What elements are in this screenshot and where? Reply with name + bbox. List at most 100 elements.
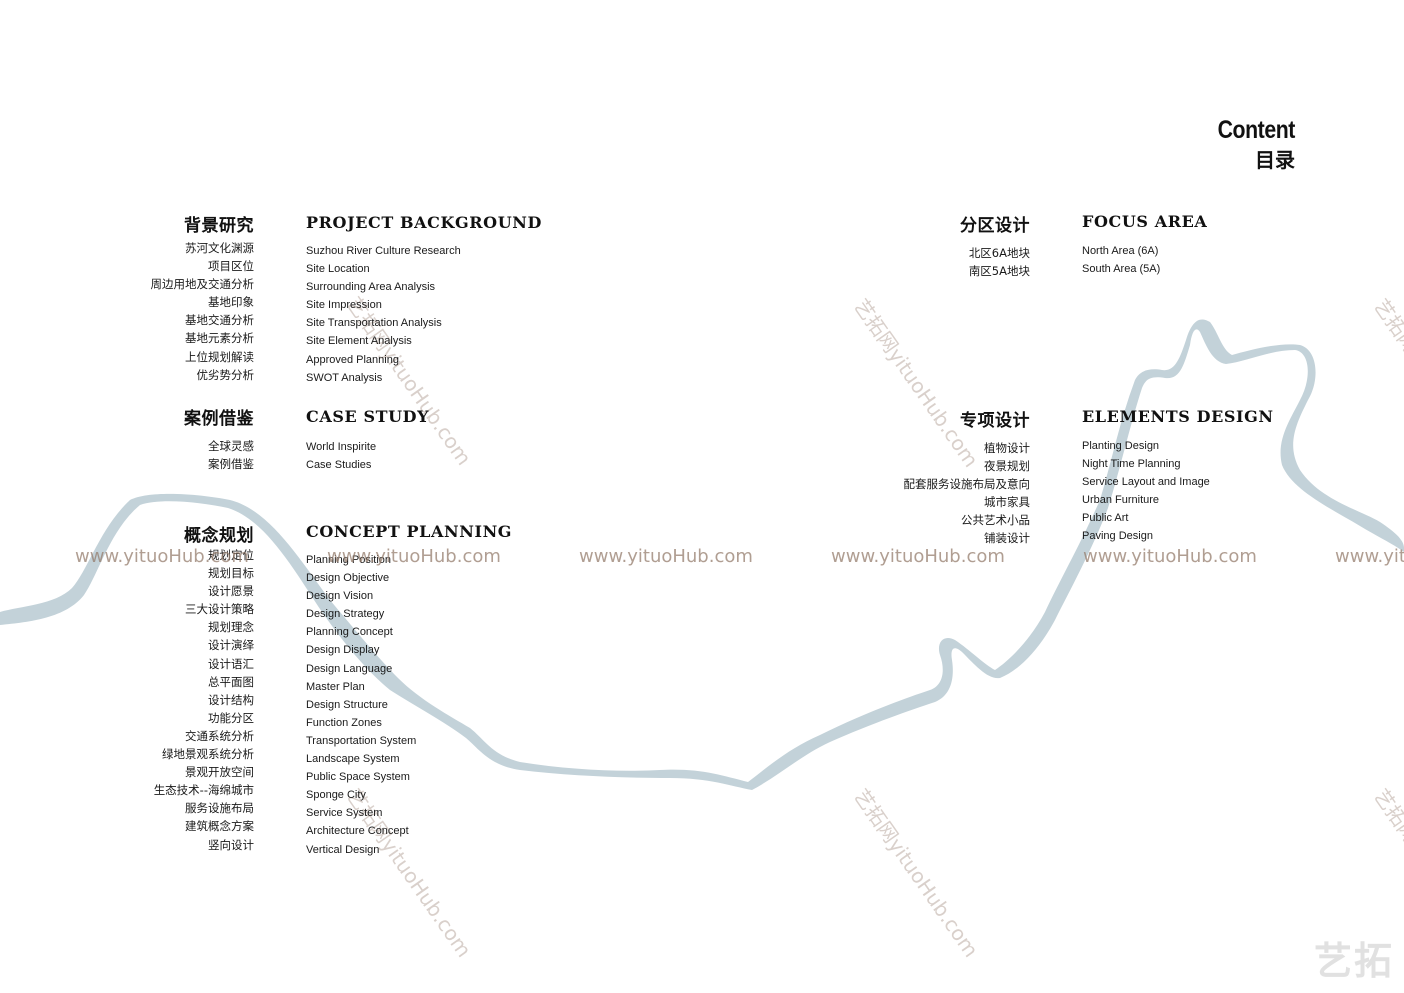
list-item: 设计结构 [208, 692, 254, 707]
watermark-text: www.yituoHub.com [327, 546, 501, 567]
list-item: Planning Concept [306, 626, 393, 639]
list-item: 上位规划解读 [185, 349, 254, 364]
list-item: Transportation System [306, 734, 417, 747]
list-item: 竖向设计 [208, 837, 254, 852]
list-item: 城市家具 [984, 495, 1030, 510]
list-item: Service System [306, 807, 383, 820]
watermark-text: www.yituoHub.com [831, 546, 1005, 567]
list-item: Site Transportation Analysis [306, 317, 442, 330]
list-item: Landscape System [306, 753, 400, 766]
list-item: 苏河文化渊源 [185, 241, 254, 255]
list-item: 生态技术--海绵城市 [153, 783, 254, 798]
list-item: 公共艺术小品 [961, 513, 1030, 528]
list-item: SWOT Analysis [306, 371, 383, 384]
list-item: Public Art [1082, 512, 1129, 525]
watermark-text: www.yituoHub.com [1083, 546, 1257, 567]
list-item: Vertical Design [306, 843, 380, 856]
list-item: 全球灵感 [208, 439, 254, 453]
list-item: 基地元素分析 [185, 331, 254, 346]
list-item: Site Element Analysis [306, 335, 412, 348]
list-item: 设计语汇 [208, 656, 254, 671]
list-item: Master Plan [306, 680, 365, 693]
section-title-en-elements: ELEMENTS DESIGN [1082, 407, 1274, 426]
list-item: 服务设施布局 [185, 801, 254, 816]
list-item: Function Zones [306, 716, 382, 729]
list-item: 北区6A地块 [968, 246, 1030, 260]
list-item: Planning Position [306, 554, 392, 566]
watermark-logo: 艺拓 [1313, 939, 1394, 983]
list-item: 优劣势分析 [196, 367, 255, 382]
list-item: Surrounding Area Analysis [306, 281, 436, 294]
list-item: 规划定位 [208, 548, 254, 562]
list-item: 功能分区 [208, 710, 254, 725]
list-item: South Area (5A) [1082, 263, 1161, 276]
page-title-en: Content [1217, 116, 1296, 144]
page-title-cn: 目录 [1255, 148, 1295, 172]
list-item: Planting Design [1082, 440, 1160, 452]
list-item: 夜景规划 [984, 459, 1030, 474]
list-item: Approved Planning [306, 353, 399, 366]
list-item: Site Impression [306, 299, 382, 312]
list-item: Site Location [306, 263, 370, 276]
section-title-cn-concept: 概念规划 [184, 526, 254, 546]
list-en-focus: North Area (6A) South Area (5A) [1082, 242, 1160, 278]
list-cn-case: 全球灵感案例借鉴 [208, 437, 254, 473]
list-item: 建筑概念方案 [185, 819, 254, 834]
list-item: Suzhou River Culture Research [306, 245, 461, 257]
list-item: 交通系统分析 [185, 728, 254, 743]
section-title-cn-focus: 分区设计 [960, 216, 1030, 236]
list-cn-concept: 规划定位规划目标设计愿景三大设计策略规划理念设计演绎设计语汇总平面图设计结构功能… [154, 546, 254, 854]
list-item: Paving Design [1082, 530, 1153, 543]
list-item: Design Vision [306, 590, 374, 603]
list-item: Design Structure [306, 698, 388, 711]
list-item: 景观开放空间 [185, 765, 254, 780]
section-title-cn-background: 背景研究 [184, 216, 254, 236]
list-item: 三大设计策略 [185, 602, 254, 617]
list-item: 南区5A地块 [968, 264, 1030, 279]
section-title-en-concept: CONCEPT PLANNING [306, 522, 513, 541]
section-title-en-background: PROJECT BACKGROUND [306, 213, 542, 232]
watermark-row: www.yituoHub.com www.yituoHub.com www.yi… [0, 546, 1404, 572]
list-cn-background: 苏河文化渊源项目区位周边用地及交通分析基地印象基地交通分析基地元素分析上位规划解… [151, 239, 255, 384]
section-title-cn-elements: 专项设计 [960, 411, 1030, 431]
list-item: World Inspirite [306, 441, 377, 453]
watermark-text: www.yituoHub.com [75, 546, 249, 567]
list-item: Night Time Planning [1082, 458, 1181, 471]
list-item: Sponge City [306, 789, 366, 802]
section-title-en-case: CASE STUDY [306, 407, 430, 426]
list-cn-elements: 植物设计夜景规划配套服务设施布局及意向城市家具公共艺术小品铺装设计 [904, 439, 1031, 548]
list-item: North Area (6A) [1082, 245, 1159, 257]
list-item: 总平面图 [208, 674, 254, 689]
list-cn-focus: 北区6A地块南区5A地块 [969, 244, 1030, 280]
list-item: 设计演绎 [208, 638, 254, 653]
list-item: Design Objective [306, 572, 390, 585]
list-item: 案例借鉴 [208, 457, 254, 472]
list-item: Urban Furniture [1082, 494, 1160, 507]
list-item: Design Language [306, 662, 393, 675]
list-item: 绿地景观系统分析 [162, 747, 254, 762]
list-item: Service Layout and Image [1082, 476, 1210, 489]
list-item: 基地交通分析 [185, 313, 254, 328]
list-item: Design Strategy [306, 608, 385, 621]
list-item: 基地印象 [208, 295, 254, 310]
list-item: Design Display [306, 644, 380, 657]
watermark-text: www.yituoHub.com [579, 546, 753, 567]
list-item: Architecture Concept [306, 825, 409, 838]
section-title-en-focus: FOCUS AREA [1082, 212, 1208, 231]
list-item: Public Space System [306, 771, 410, 784]
list-item: 规划目标 [208, 566, 254, 581]
list-item: 配套服务设施布局及意向 [903, 477, 1031, 492]
list-item: 周边用地及交通分析 [150, 277, 255, 292]
list-item: 设计愿景 [208, 584, 254, 599]
list-item: 规划理念 [208, 620, 254, 635]
list-item: Case Studies [306, 459, 372, 472]
list-item: 植物设计 [984, 441, 1030, 455]
section-title-cn-case: 案例借鉴 [184, 409, 254, 429]
watermark-text: www.yituoHub.com [1335, 546, 1404, 567]
list-item: 项目区位 [208, 259, 254, 274]
